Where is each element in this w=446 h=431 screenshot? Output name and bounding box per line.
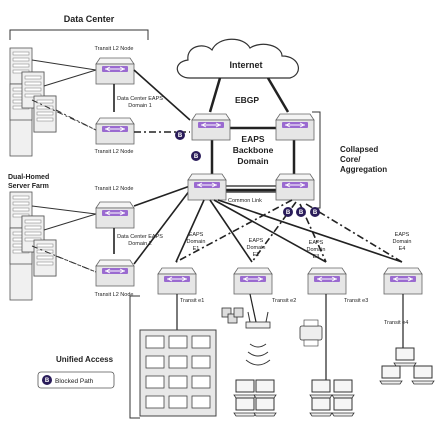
collapsed-label-2: Core/: [340, 155, 361, 164]
ebgp-label: EBGP: [235, 95, 259, 105]
core-switch-bottom-right: [275, 173, 315, 201]
dual-homed-label-1: Dual-Homed: [8, 174, 49, 181]
transit-l2-node-label-2: Transit L2 Node: [95, 149, 134, 155]
collapsed-label-1: Collapsed: [340, 145, 378, 154]
core-switch-top-right: [275, 113, 315, 141]
e3-desktops: [309, 379, 355, 417]
eaps-e2-l1: EAPS: [249, 238, 264, 244]
transit-l2-node-switch-3: [95, 201, 135, 229]
data-center-bracket: [9, 29, 149, 40]
dc-eaps-domain1-line1: Data Center EAPS: [117, 96, 163, 102]
eaps-e4-l2: Domain: [393, 239, 412, 245]
e2-laptops: [233, 379, 277, 417]
unified-access-bracket: [129, 295, 140, 419]
e4-desktops: [379, 347, 435, 385]
eaps-e1-l2: Domain: [187, 239, 206, 245]
unified-access-label: Unified Access: [56, 355, 114, 364]
eaps-backbone-label-1: EAPS: [241, 134, 264, 144]
server-rack-group-1: [9, 47, 57, 157]
dual-homed-label-2: Server Farm: [8, 183, 49, 190]
eaps-e1-l3: E1: [193, 246, 200, 252]
eaps-e1-l1: EAPS: [189, 232, 204, 238]
eaps-e3-l3: E3: [313, 254, 320, 260]
transit-l2-node-label-4: Transit L2 Node: [95, 292, 134, 298]
core-switch-top-left: [191, 113, 231, 141]
dc-eaps-domain1-line2: Domain 1: [128, 103, 152, 109]
access-switch-e2: [233, 267, 273, 295]
transit-l2-node-switch-2: [95, 117, 135, 145]
blocked-badge-text-5: B: [313, 210, 318, 216]
eaps-e3-l2: Domain: [307, 247, 326, 253]
transit-e3-label: Transit e3: [344, 298, 368, 304]
server-rack-group-2: [9, 191, 57, 301]
transit-l2-node-label-3: Transit L2 Node: [95, 186, 134, 192]
wireless-ap: [245, 311, 271, 366]
data-center-label: Data Center: [64, 14, 115, 24]
dc-eaps-domain2-line2: Domain 2: [128, 241, 152, 247]
eaps-e2-l3: E2: [253, 252, 260, 258]
eaps-e2-l2: Domain: [247, 245, 266, 251]
transit-l2-node-switch-1: [95, 57, 135, 85]
common-link-label: Common Link: [228, 198, 262, 204]
blocked-badge-text-2: B: [194, 154, 199, 160]
legend-blocked-path-label: Blocked Path: [55, 378, 94, 385]
access-panel-grid: [139, 329, 217, 417]
access-switch-e4: [383, 267, 423, 295]
blocked-badge-text-1: B: [178, 133, 183, 139]
core-switch-bottom-left: [187, 173, 227, 201]
internet-cloud: [176, 38, 299, 79]
eaps-e3-l1: EAPS: [309, 240, 324, 246]
eaps-e4-l1: EAPS: [395, 232, 410, 238]
legend-badge-text: B: [45, 378, 50, 384]
transit-l2-node-label-1: Transit L2 Node: [95, 46, 134, 52]
eaps-backbone-label-2: Backbone: [233, 145, 274, 155]
transit-e4-label: Transit e4: [384, 320, 408, 326]
blocked-badge-text-4: B: [299, 210, 304, 216]
access-switch-e1: [157, 267, 197, 295]
eaps-backbone-label-3: Domain: [237, 156, 268, 166]
dc-eaps-domain2-line1: Data Center EAPS: [117, 234, 163, 240]
legend: B Blocked Path: [37, 371, 115, 389]
transit-l2-node-switch-4: [95, 259, 135, 287]
transit-e1-label: Transit e1: [180, 298, 204, 304]
blocked-badge-text-3: B: [286, 210, 291, 216]
access-switch-e3: [307, 267, 347, 295]
internet-label: Internet: [229, 60, 262, 70]
eaps-e4-l3: E4: [399, 246, 406, 252]
transit-e2-label: Transit e2: [272, 298, 296, 304]
ip-phones: [221, 307, 244, 324]
collapsed-label-3: Aggregation: [340, 165, 387, 174]
printer: [299, 319, 323, 347]
